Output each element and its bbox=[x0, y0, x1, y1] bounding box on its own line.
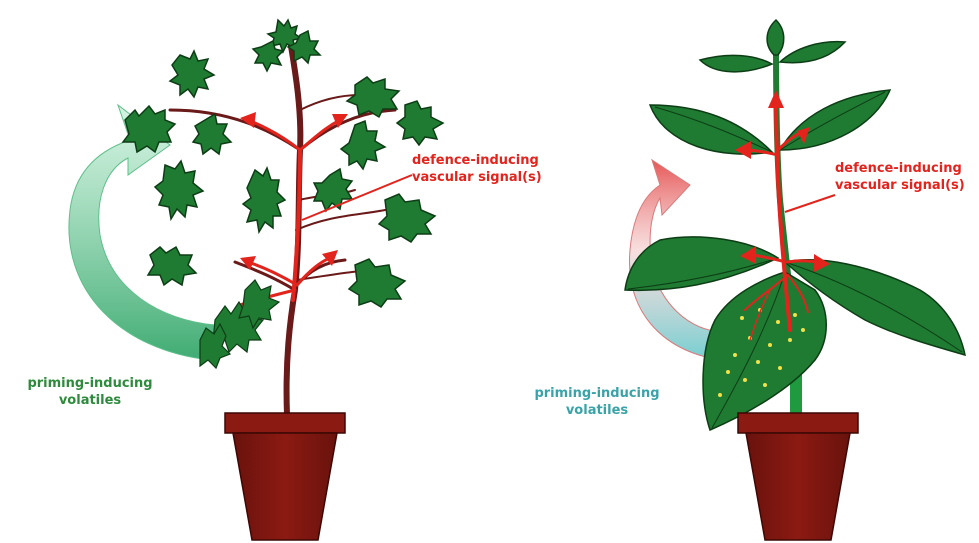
left-signal-label-line1: defence-inducing bbox=[412, 152, 542, 169]
leaf bbox=[155, 161, 203, 219]
left-plant bbox=[69, 20, 443, 540]
right-volatile-label: priming-inducing volatiles bbox=[522, 385, 672, 419]
leaf bbox=[349, 259, 405, 307]
right-leaves bbox=[625, 20, 965, 430]
leaf bbox=[780, 42, 845, 63]
left-pot bbox=[225, 413, 345, 540]
leaf bbox=[148, 247, 196, 285]
leaf bbox=[253, 41, 283, 71]
left-signal-label: defence-inducing vascular signal(s) bbox=[412, 152, 542, 186]
right-signal-pointer bbox=[785, 195, 835, 212]
leaf bbox=[397, 101, 443, 145]
left-volatile-label-line2: volatiles bbox=[15, 392, 165, 409]
right-volatile-label-line1: priming-inducing bbox=[522, 385, 672, 402]
leaf bbox=[379, 194, 435, 242]
leaf bbox=[314, 169, 352, 211]
right-volatile-label-line2: volatiles bbox=[522, 402, 672, 419]
right-plant bbox=[625, 20, 965, 540]
leaf bbox=[700, 55, 772, 71]
right-pot bbox=[738, 413, 858, 540]
leaf bbox=[703, 272, 826, 430]
right-signal-label: defence-inducing vascular signal(s) bbox=[835, 160, 965, 194]
leaf bbox=[193, 114, 231, 154]
leaf bbox=[170, 51, 214, 97]
leaf bbox=[767, 20, 784, 55]
leaf bbox=[780, 90, 890, 150]
left-leaves bbox=[123, 20, 443, 307]
leaf bbox=[650, 105, 772, 154]
left-damaged-leaves bbox=[200, 280, 279, 368]
left-volatile-label: priming-inducing volatiles bbox=[15, 375, 165, 409]
left-signal-label-line2: vascular signal(s) bbox=[412, 169, 542, 186]
right-signal-label-line2: vascular signal(s) bbox=[835, 177, 965, 194]
right-signal-label-line1: defence-inducing bbox=[835, 160, 965, 177]
left-volatile-label-line1: priming-inducing bbox=[15, 375, 165, 392]
leaf bbox=[341, 121, 385, 169]
leaf bbox=[243, 168, 285, 232]
